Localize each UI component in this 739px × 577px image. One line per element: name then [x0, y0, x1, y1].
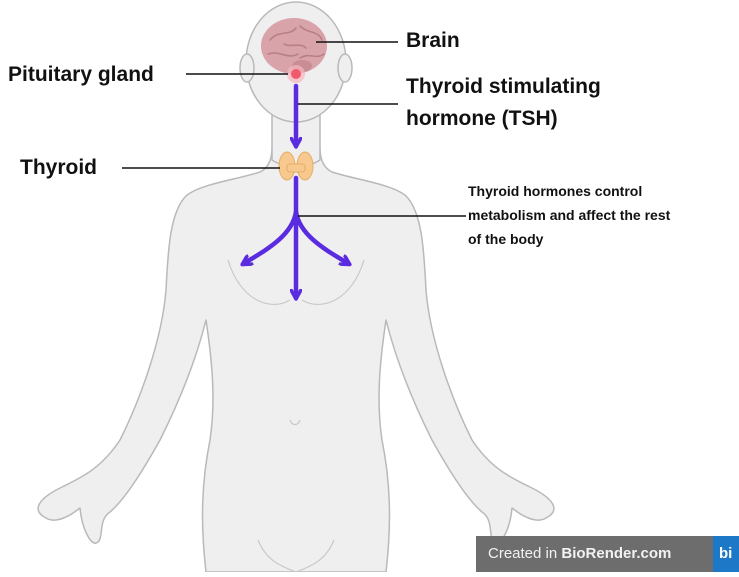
tsh-label-line2: hormone (TSH)	[406, 106, 558, 132]
biorender-watermark[interactable]: Created in BioRender.com bi	[476, 536, 739, 572]
pituitary-label: Pituitary gland	[8, 62, 154, 88]
effect-label-line2: metabolism and affect the rest	[468, 204, 670, 226]
left-ear	[240, 54, 254, 82]
thyroid-label: Thyroid	[20, 155, 97, 181]
effect-label-line1: Thyroid hormones control	[468, 180, 642, 202]
pituitary-illustration	[287, 65, 305, 83]
biorender-logo: bi	[713, 536, 739, 572]
watermark-brand: BioRender.com	[561, 545, 671, 562]
tsh-label-line1: Thyroid stimulating	[406, 74, 601, 100]
brain-label: Brain	[406, 28, 460, 54]
effect-label-line3: of the body	[468, 228, 543, 250]
watermark-prefix: Created in	[488, 545, 561, 562]
right-ear	[338, 54, 352, 82]
